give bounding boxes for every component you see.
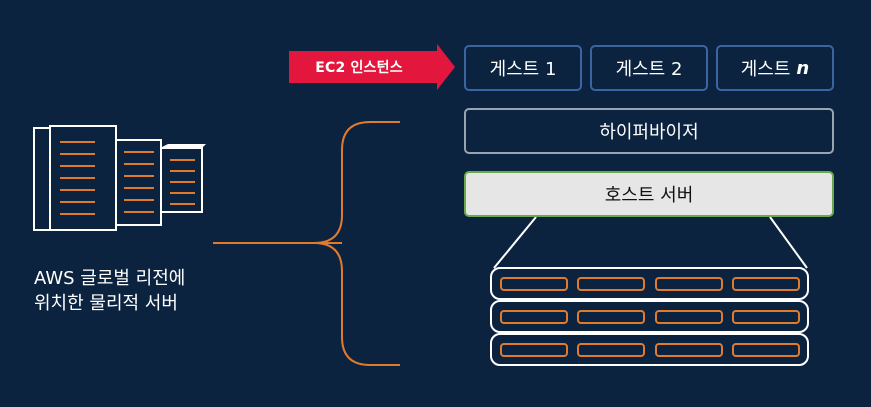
orange-brace	[213, 121, 400, 366]
caption-line-1: AWS 글로벌 리전에	[34, 268, 186, 289]
guest-label: 게스트	[740, 59, 791, 80]
guest-box-n: 게스트 n	[716, 45, 834, 91]
ec2-instance-label: EC2 인스턴스	[315, 60, 403, 76]
guest-label: 게스트 1	[489, 59, 557, 80]
funnel-lines	[493, 216, 808, 269]
guest-suffix: n	[796, 57, 810, 79]
server-caption: AWS 글로벌 리전에 위치한 물리적 서버	[34, 266, 254, 316]
guest-box-1: 게스트 1	[464, 45, 582, 91]
server-rack-lights	[60, 141, 195, 215]
ec2-arrow	[289, 44, 455, 90]
guest-label: 게스트 2	[615, 59, 683, 80]
host-server-label: 호스트 서버	[604, 185, 694, 206]
server-rack-icon	[33, 125, 206, 231]
server-chassis	[490, 267, 809, 366]
hypervisor-box: 하이퍼바이저	[464, 108, 834, 154]
guest-box-2: 게스트 2	[590, 45, 708, 91]
caption-line-2: 위치한 물리적 서버	[34, 293, 178, 314]
hypervisor-label: 하이퍼바이저	[599, 122, 699, 143]
host-server-box: 호스트 서버	[464, 171, 834, 217]
